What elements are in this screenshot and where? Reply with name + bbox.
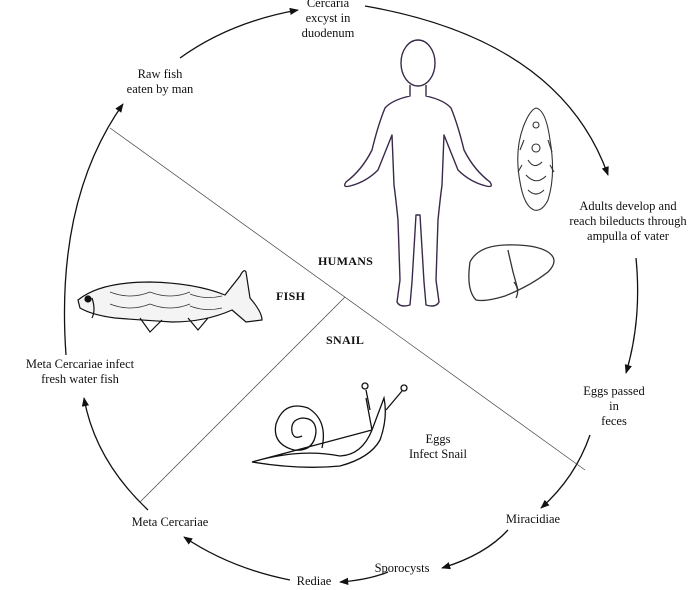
- sector-label-snail: SNAIL: [326, 333, 365, 347]
- cycle-arrows: [63, 5, 639, 586]
- sector-dividers: [109, 127, 586, 503]
- arrow-raw-fish-to-cercaria: [179, 7, 299, 59]
- human-figure-illustration: [343, 39, 493, 307]
- label-line: Raw fish: [137, 67, 183, 81]
- label-line: Adults develop and: [579, 199, 677, 213]
- label-line: Meta Cercariae infect: [25, 357, 135, 371]
- label-adults-develop: Adults develop and reach bileducts throu…: [556, 199, 694, 244]
- sector-label-humans: HUMANS: [318, 254, 374, 268]
- arrow-miracidiae-to-sporocysts: [441, 529, 509, 570]
- arrow-rediae-to-meta-cercariae: [183, 536, 291, 581]
- arrow-fish-to-raw-fish: [63, 103, 124, 356]
- arrow-cercaria-to-adults: [364, 5, 609, 176]
- label-line: ampulla of vater: [587, 229, 669, 243]
- label-meta-cercariae-infect: Meta Cercariae infect fresh water fish: [0, 357, 160, 387]
- label-eggs-infect-snail: Eggs Infect Snail: [398, 432, 478, 462]
- label-line: Cercaria: [306, 0, 350, 10]
- label-miracidiae: Miracidiae: [505, 512, 561, 526]
- label-line: duodenum: [301, 26, 355, 40]
- sector-label-fish: FISH: [276, 289, 306, 303]
- label-eggs-passed: Eggs passed in feces: [572, 384, 656, 429]
- label-line: excyst in: [305, 11, 351, 25]
- arrow-sporocysts-to-rediae: [339, 571, 389, 586]
- arrow-adults-to-eggs: [624, 257, 639, 374]
- liver-fluke-illustration: [517, 107, 555, 211]
- liver-illustration: [468, 244, 555, 302]
- label-line: eaten by man: [126, 82, 194, 96]
- label-line: Eggs: [425, 432, 451, 446]
- label-line: reach bileducts through: [569, 214, 687, 228]
- label-line: feces: [601, 414, 627, 428]
- label-line: in: [609, 399, 619, 413]
- label-line: Infect Snail: [409, 447, 467, 461]
- label-line: fresh water fish: [41, 372, 119, 386]
- fish-illustration: [77, 270, 263, 333]
- label-sporocysts: Sporocysts: [374, 561, 430, 575]
- arrow-meta-cercariae-to-fish: [81, 397, 149, 511]
- label-cercaria-excyst: Cercaria excyst in duodenum: [288, 0, 368, 41]
- label-raw-fish: Raw fish eaten by man: [110, 67, 210, 97]
- label-rediae: Rediae: [296, 574, 332, 588]
- label-line: Eggs passed: [583, 384, 645, 398]
- label-meta-cercariae: Meta Cercariae: [131, 515, 209, 529]
- divider-fish-snail: [139, 296, 346, 503]
- snail-illustration: [251, 382, 408, 468]
- divider-fish-humans: [109, 127, 586, 471]
- arrow-eggs-to-miracidiae: [540, 434, 591, 509]
